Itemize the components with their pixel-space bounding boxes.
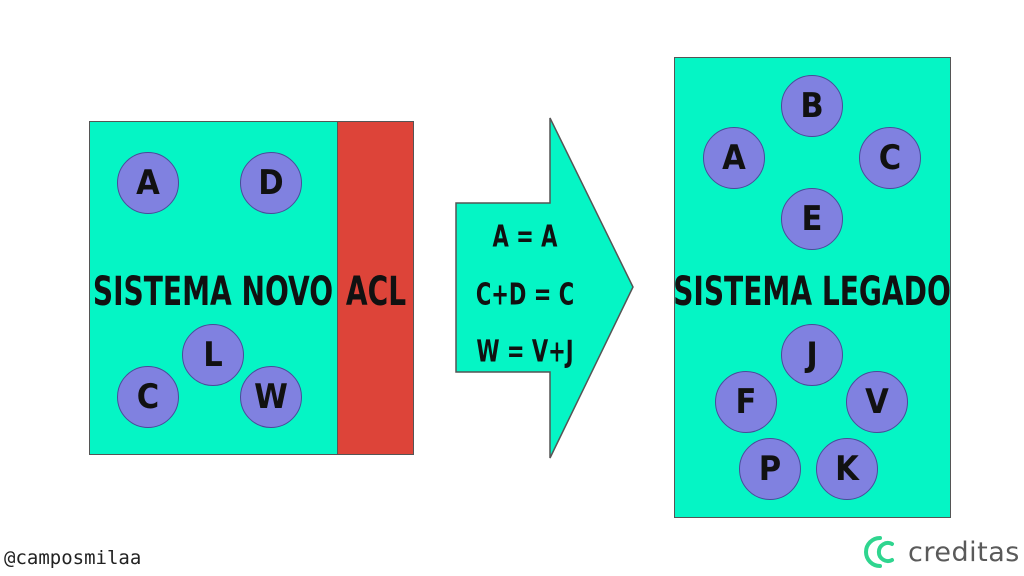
- new-system-title: SISTEMA NOVO: [92, 269, 334, 315]
- legacy-node-p: P: [739, 438, 801, 500]
- legacy-node-k: K: [816, 438, 878, 500]
- legacy-node-j: J: [781, 324, 843, 386]
- author-handle: @camposmilaa: [4, 547, 142, 569]
- acl-label: ACL: [345, 269, 407, 315]
- new-system-node-d: D: [240, 152, 302, 214]
- legacy-node-b: B: [781, 75, 843, 137]
- creditas-logo: creditas: [862, 534, 1020, 570]
- acl-box: [337, 121, 414, 455]
- legacy-node-a: A: [703, 127, 765, 189]
- legacy-node-f: F: [715, 371, 777, 433]
- mapping-line-2: C+D = C: [475, 277, 575, 313]
- mapping-line-1: A = A: [492, 219, 558, 255]
- creditas-logo-text: creditas: [908, 536, 1020, 568]
- mapping-line-3: W = V+J: [476, 334, 574, 370]
- legacy-node-e: E: [781, 188, 843, 250]
- legacy-node-v: V: [846, 371, 908, 433]
- legacy-system-title: SISTEMA LEGADO: [673, 269, 951, 315]
- creditas-logo-icon: [864, 536, 894, 568]
- legacy-node-c: C: [859, 127, 921, 189]
- new-system-node-w: W: [240, 366, 302, 428]
- new-system-node-c: C: [117, 366, 179, 428]
- new-system-node-l: L: [182, 324, 244, 386]
- new-system-node-a: A: [117, 152, 179, 214]
